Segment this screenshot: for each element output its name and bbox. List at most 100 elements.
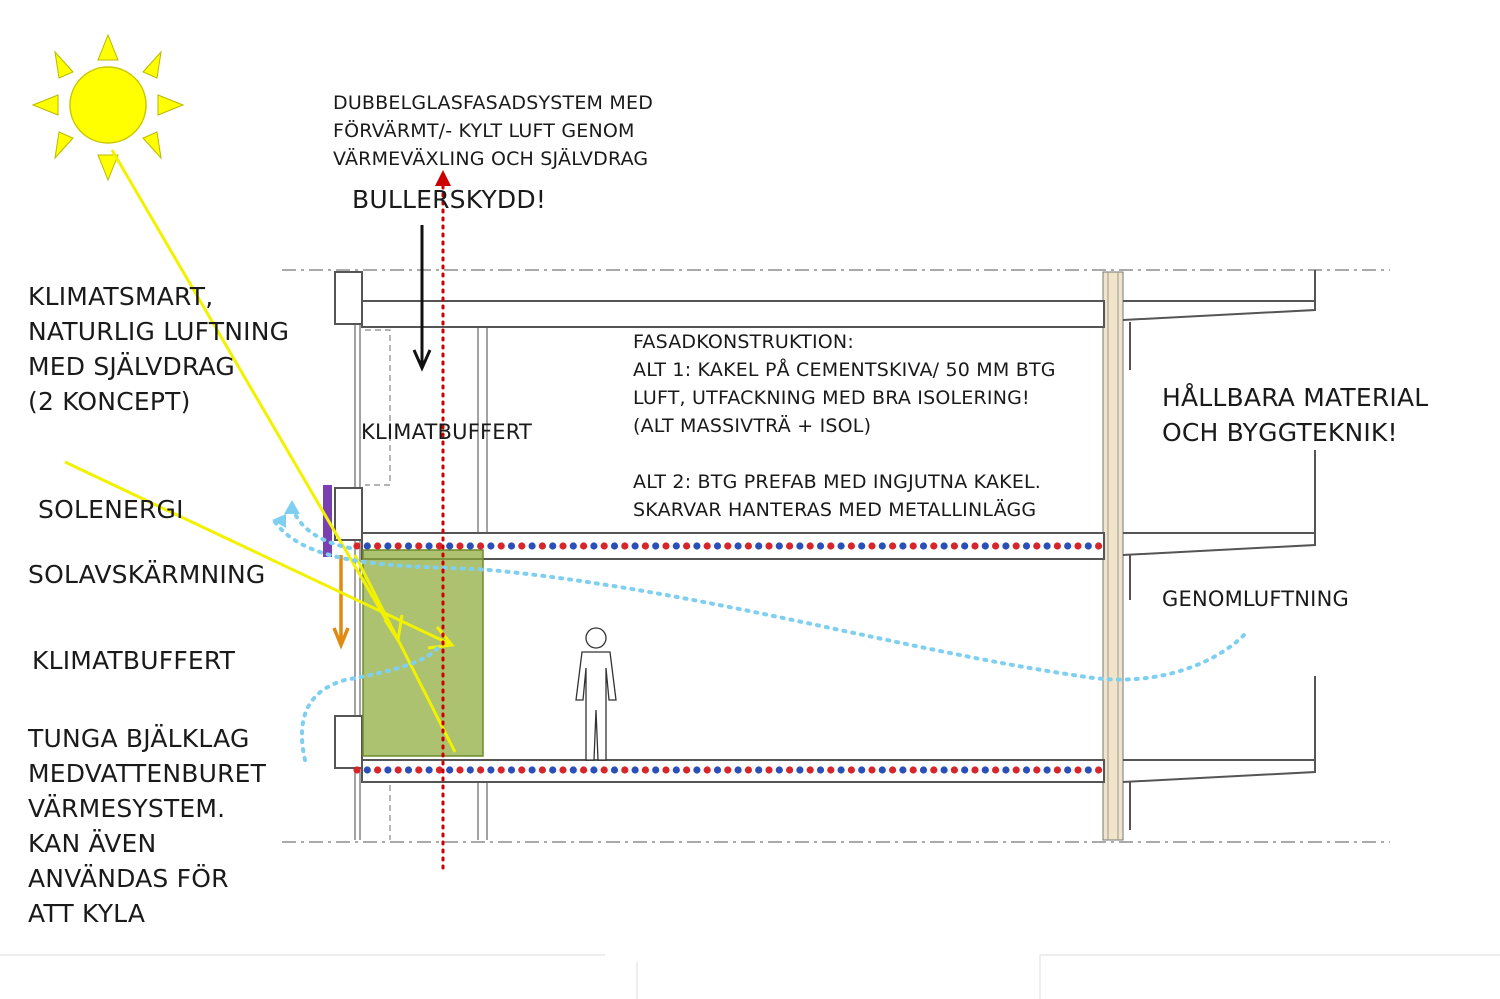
sun-rays [64, 149, 457, 753]
pipe-dot [569, 766, 577, 774]
noise-protection-label: BULLERSKYDD! [352, 185, 547, 214]
pipe-dot [1095, 766, 1103, 774]
pipe-dot [466, 766, 474, 774]
solar-shading-label: SOLAVSKÄRMNING [28, 560, 266, 589]
pipe-dot [404, 766, 413, 774]
pipe-dot [1053, 542, 1061, 550]
pipe-dot [538, 542, 547, 550]
pipe-dot [590, 542, 598, 550]
pipe-dot [930, 766, 938, 774]
facade-construction-label: FASADKONSTRUKTION: ALT 1: KAKEL PÅ CEMEN… [633, 331, 1056, 521]
pipe-dot [940, 542, 948, 550]
pipe-dot [631, 766, 639, 774]
pipe-dot [806, 542, 814, 550]
pipe-dot [528, 766, 536, 774]
pipe-dot [353, 766, 361, 774]
pipe-dot [435, 766, 443, 774]
pipe-dot [713, 766, 722, 774]
timber-column [1102, 271, 1124, 841]
pipe-dot [755, 542, 763, 550]
pipe-dot [487, 542, 495, 550]
pipe-dot [919, 766, 928, 774]
solar-energy-label: SOLENERGI [38, 495, 184, 524]
pipe-dot [950, 766, 959, 774]
pipe-dot [610, 766, 619, 774]
pipe-dot [981, 542, 989, 550]
pipe-dot [580, 542, 588, 550]
pipe-dot [1043, 766, 1051, 774]
pipe-dot [549, 766, 557, 774]
pipe-dot [610, 542, 619, 550]
pipe-dot [950, 542, 959, 550]
pipe-dot [518, 542, 526, 550]
pipe-dot [384, 542, 392, 550]
pipe-dot [786, 542, 794, 550]
pipe-dot [1022, 542, 1031, 550]
pipe-dot [1064, 542, 1072, 550]
pipe-dot [816, 766, 825, 774]
pipe-dot [693, 542, 701, 550]
pipe-dot [477, 766, 485, 774]
pipe-dot [446, 766, 454, 774]
pipe-dot [796, 766, 804, 774]
airflow-arrowheads [272, 500, 300, 528]
pipe-dot [961, 766, 969, 774]
pipe-dot [415, 766, 423, 774]
pipe-dot [600, 766, 608, 774]
pipe-dot [816, 542, 825, 550]
pipe-dot [662, 542, 670, 550]
pipe-dot [466, 542, 474, 550]
sustainable-materials-label: HÅLLBARA MATERIAL OCH BYGGTEKNIK! [1162, 383, 1429, 447]
pipe-dot [1002, 766, 1010, 774]
pipe-dot [456, 542, 464, 550]
pipe-dot [683, 766, 691, 774]
pipe-dot [1002, 542, 1010, 550]
pipe-dot [1033, 766, 1041, 774]
pipe-dot [744, 766, 753, 774]
climate-smart-label: KLIMATSMART, NATURLIG LUFTNING MED SJÄLV… [28, 282, 290, 416]
pipe-dot [384, 766, 392, 774]
pipe-dot [971, 766, 979, 774]
pipe-dot [446, 542, 454, 550]
pipe-dot [1022, 766, 1031, 774]
pipe-dot [806, 766, 814, 774]
pipe-dot [775, 766, 783, 774]
pipe-dot [827, 542, 835, 550]
pipe-dot [374, 542, 382, 550]
pipe-dot [580, 766, 588, 774]
page-separators [0, 954, 1500, 999]
pipe-dot [538, 766, 547, 774]
sun-icon [31, 33, 185, 182]
pipe-dot [858, 766, 866, 774]
pipe-dot [1053, 766, 1061, 774]
pipe-dot [878, 542, 886, 550]
level-lines [282, 269, 1390, 843]
pipe-dot [394, 542, 402, 550]
pipe-dot [374, 766, 382, 774]
pipe-dot [971, 542, 979, 550]
pipe-dot [1084, 542, 1092, 550]
pipe-dot [837, 766, 845, 774]
pipe-dot [662, 766, 670, 774]
pipe-dot [497, 766, 505, 774]
pipe-dot [981, 766, 989, 774]
facade-system-label: DUBBELGLASFASADSYSTEM MED FÖRVÄRMT/- KYL… [333, 92, 654, 170]
climate-buffer-inner-label: KLIMATBUFFERT [361, 420, 533, 444]
cross-ventilation-label: GENOMLUFTNING [1162, 587, 1349, 611]
pipe-dot [837, 542, 845, 550]
pipe-dot [477, 542, 485, 550]
pipe-dot [847, 766, 856, 774]
pipe-dot [672, 542, 680, 550]
pipe-dot [847, 542, 856, 550]
heating-pipes [353, 542, 1103, 774]
balconies [1122, 270, 1316, 830]
pipe-dot [1033, 542, 1041, 550]
pipe-dot [786, 766, 794, 774]
heavy-slabs-label: TUNGA BJÄLKLAG MEDVATTENBURET VÄRMESYSTE… [28, 724, 267, 928]
noise-arrow [412, 225, 432, 372]
pipe-dot [528, 542, 536, 550]
pipe-dot [765, 542, 773, 550]
pipe-dot [858, 542, 866, 550]
pipe-dot [641, 766, 650, 774]
